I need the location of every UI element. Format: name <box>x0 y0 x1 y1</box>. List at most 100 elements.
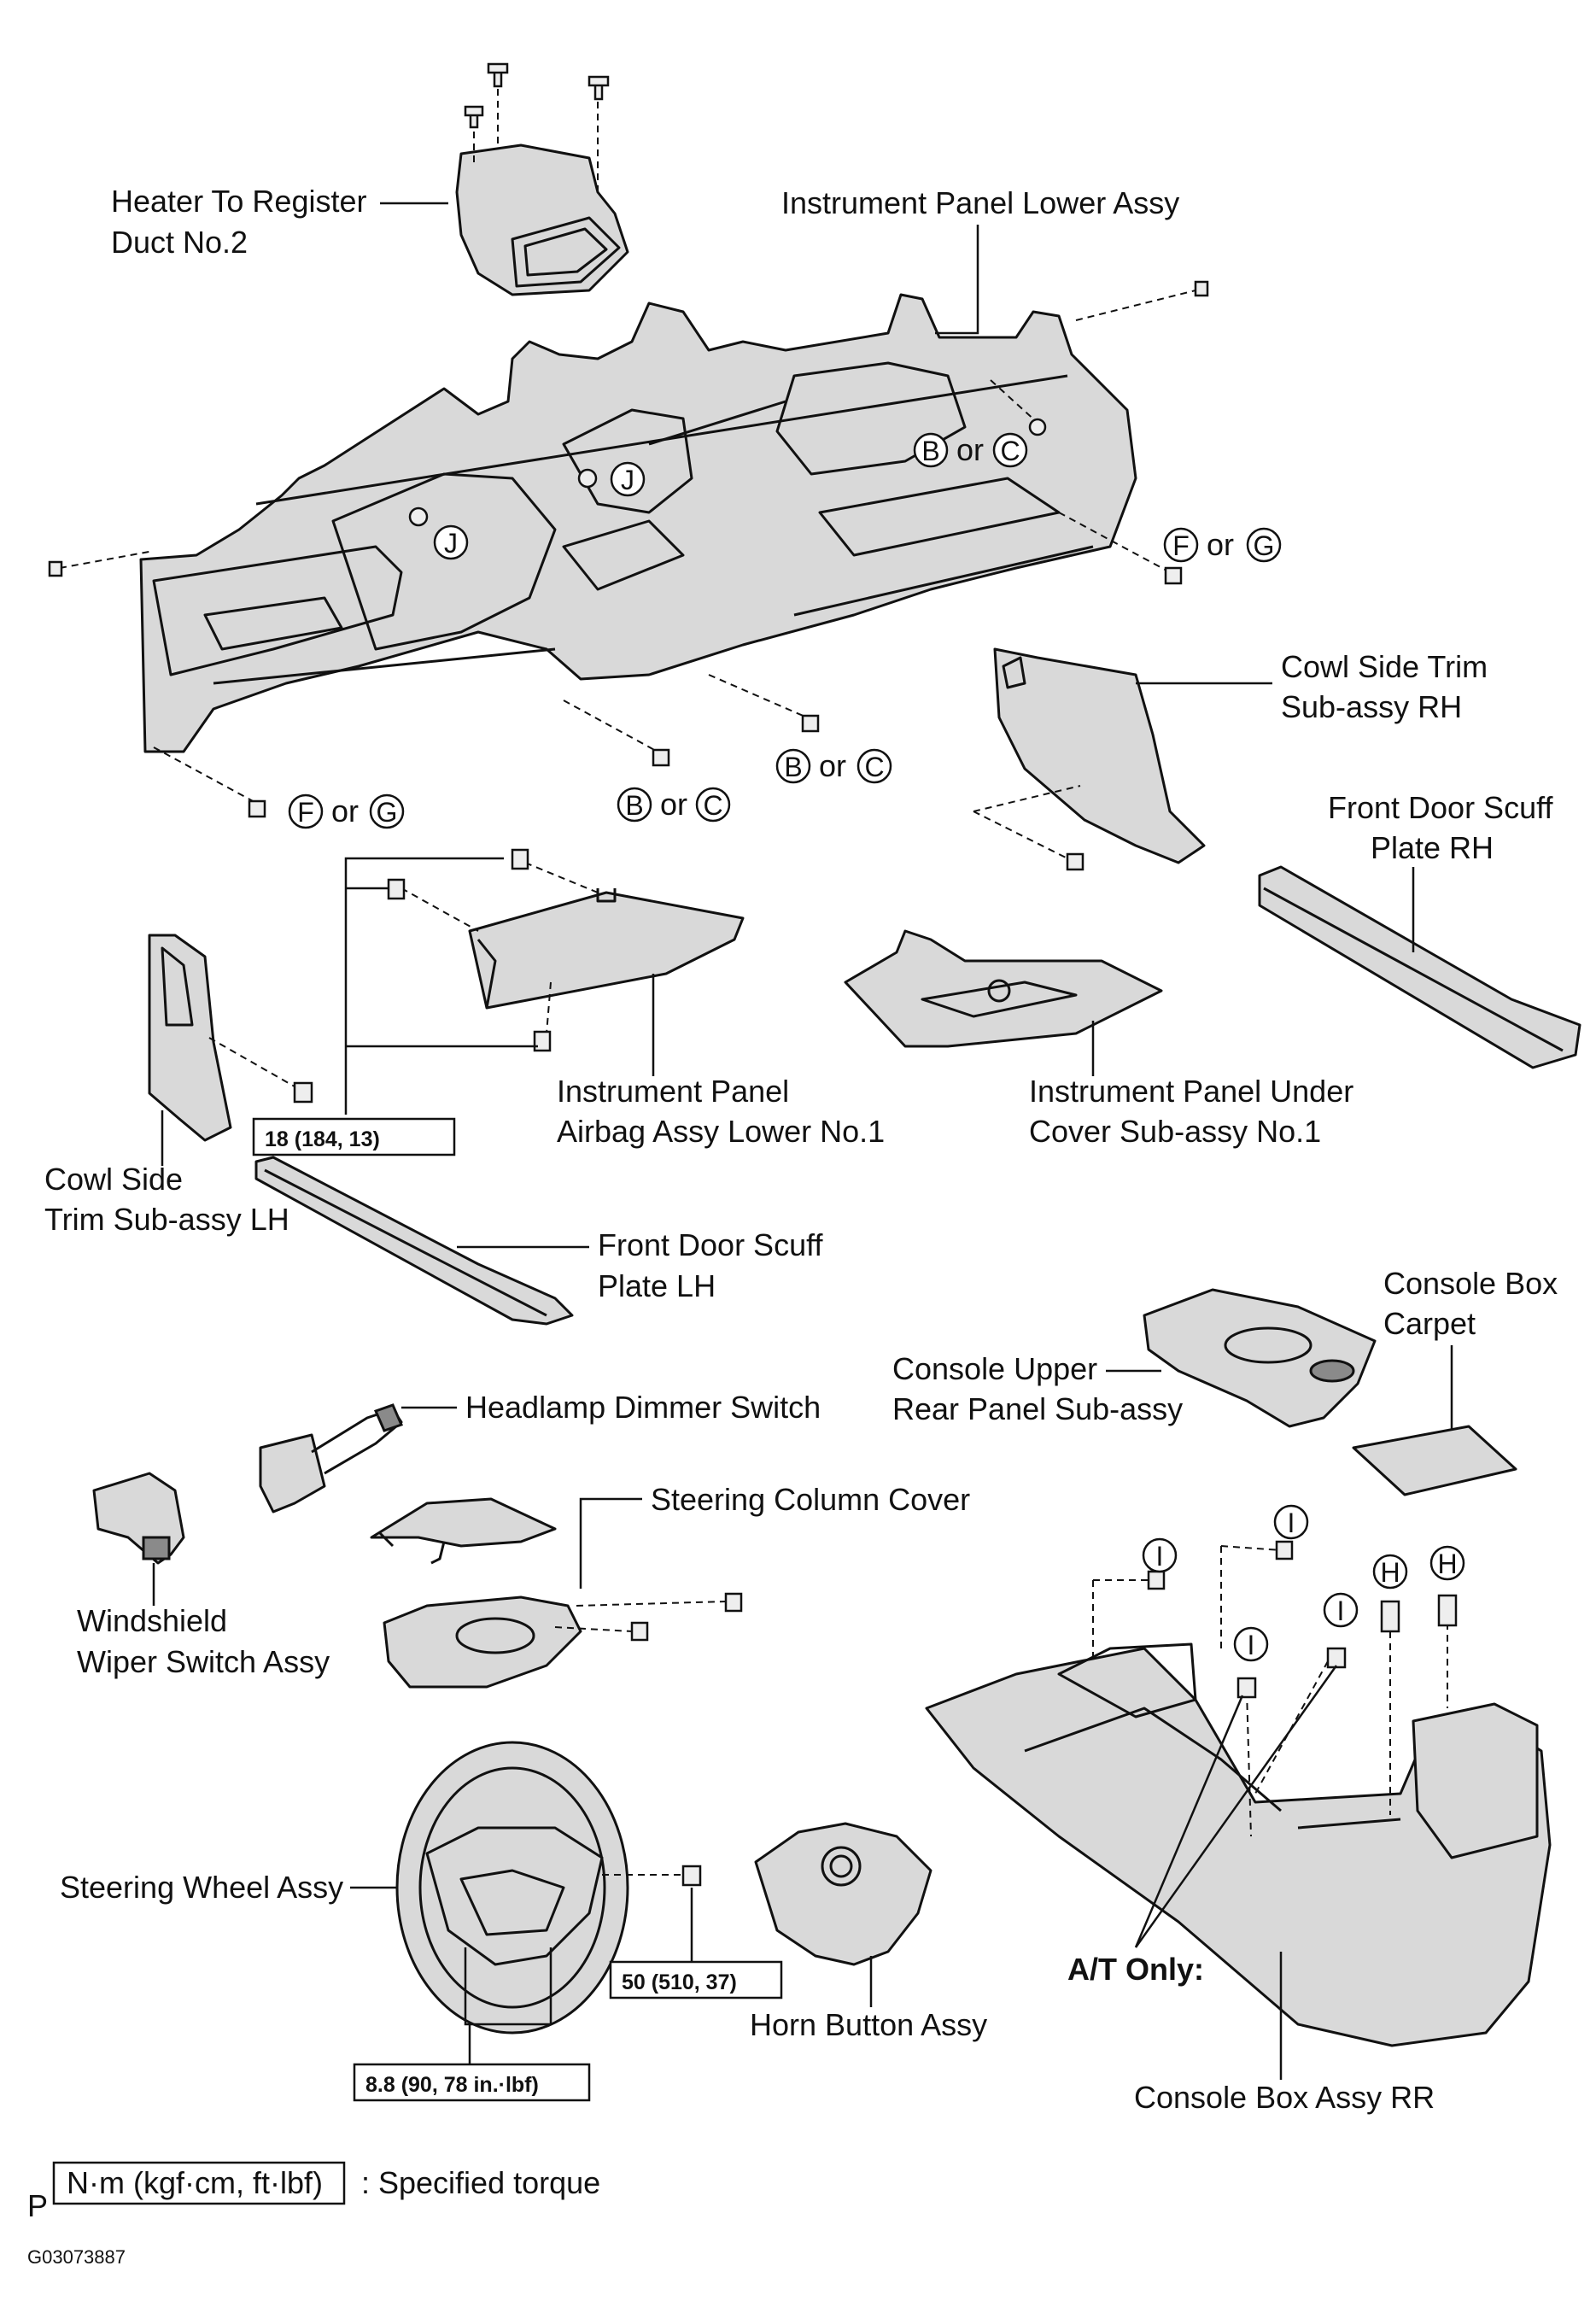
heater-duct-label-line2: Duct No.2 <box>111 225 248 260</box>
column-cover-label: Steering Column Cover <box>579 1482 970 1589</box>
svg-text:Instrument Panel: Instrument Panel <box>557 1074 789 1109</box>
svg-text:Wiper Switch Assy: Wiper Switch Assy <box>77 1644 330 1679</box>
console-carpet-label: Console Box Carpet <box>1383 1266 1558 1431</box>
callout-f-or-g-left: F or G <box>288 793 405 829</box>
airbag-torque-bracket <box>344 857 538 1115</box>
callout-h-2: H <box>1429 1545 1465 1581</box>
svg-text:or: or <box>1207 527 1234 562</box>
torque-box-18: 18 (184, 13) <box>252 1117 456 1156</box>
instrument-panel-lower-label-text: Instrument Panel Lower Assy <box>781 185 1179 220</box>
svg-text:I: I <box>1337 1595 1345 1626</box>
svg-text:Plate RH: Plate RH <box>1371 830 1494 865</box>
svg-text:C: C <box>1000 436 1020 466</box>
svg-text:Cowl Side: Cowl Side <box>44 1162 183 1197</box>
svg-text:H: H <box>1437 1549 1457 1579</box>
cowl-side-trim-rh-label: Cowl Side Trim Sub-assy RH <box>1136 649 1488 724</box>
console-carpet-drawing <box>1352 1425 1517 1496</box>
airbag-lower-label: Instrument Panel Airbag Assy Lower No.1 <box>557 974 885 1149</box>
svg-text:Console Upper: Console Upper <box>892 1351 1097 1386</box>
callout-j-center: J <box>610 461 646 497</box>
callout-i-4: I <box>1323 1592 1359 1628</box>
svg-text:Rear Panel Sub-assy: Rear Panel Sub-assy <box>892 1391 1183 1426</box>
svg-text:: Specified torque: : Specified torque <box>361 2165 600 2200</box>
svg-text:or: or <box>331 793 359 828</box>
svg-text:C: C <box>864 752 884 782</box>
svg-text:or: or <box>819 748 846 783</box>
svg-text:Instrument Panel Under: Instrument Panel Under <box>1029 1074 1353 1109</box>
svg-text:Cowl Side Trim: Cowl Side Trim <box>1281 649 1488 684</box>
svg-text:G: G <box>377 797 398 828</box>
console-rr-drawing <box>925 1642 1552 2047</box>
svg-text:8.8 (90, 78 in.·lbf): 8.8 (90, 78 in.·lbf) <box>365 2073 539 2097</box>
svg-text:18 (184, 13): 18 (184, 13) <box>265 1127 380 1151</box>
scuff-plate-lh-label: Front Door Scuff Plate LH <box>457 1227 823 1303</box>
svg-text:Headlamp Dimmer Switch: Headlamp Dimmer Switch <box>465 1390 821 1425</box>
svg-text:or: or <box>660 787 687 822</box>
svg-text:Windshield: Windshield <box>77 1603 227 1638</box>
console-rr-fasteners <box>1092 1540 1458 1837</box>
scuff-plate-rh-drawing <box>1258 865 1581 1069</box>
wiper-switch-label: Windshield Wiper Switch Assy <box>77 1563 330 1679</box>
svg-text:Plate LH: Plate LH <box>598 1268 716 1303</box>
wheel-torque-bracket <box>464 1947 552 2067</box>
at-only-label: A/T Only: <box>1067 1665 1338 1987</box>
svg-text:Front Door Scuff: Front Door Scuff <box>598 1227 823 1262</box>
cowl-side-trim-rh-drawing <box>973 647 1206 871</box>
cowl-side-trim-lh-label: Cowl Side Trim Sub-assy LH <box>44 1110 289 1237</box>
svg-text:I: I <box>1288 1508 1295 1538</box>
steering-wheel-label: Steering Wheel Assy <box>60 1870 397 1905</box>
console-upper-rear-label: Console Upper Rear Panel Sub-assy <box>892 1351 1183 1426</box>
svg-text:Front Door Scuff: Front Door Scuff <box>1328 790 1553 825</box>
headlamp-dimmer-drawing <box>259 1403 404 1514</box>
torque-box-50: 50 (510, 37) <box>609 1888 783 1999</box>
svg-text:J: J <box>444 528 458 559</box>
svg-text:Steering Wheel Assy: Steering Wheel Assy <box>60 1870 343 1905</box>
svg-text:N·m (kgf·cm, ft·lbf): N·m (kgf·cm, ft·lbf) <box>67 2165 323 2200</box>
svg-text:H: H <box>1380 1557 1400 1588</box>
callout-i-2: I <box>1273 1504 1309 1540</box>
svg-text:C: C <box>703 790 722 821</box>
scuff-plate-rh-label: Front Door Scuff Plate RH <box>1328 790 1553 952</box>
wiper-switch-drawing <box>92 1472 185 1565</box>
callout-b-or-c-lower-right: B or C <box>775 748 892 784</box>
column-cover-drawing <box>370 1497 743 1689</box>
console-upper-rear-drawing <box>1143 1288 1377 1428</box>
svg-text:or: or <box>956 432 984 467</box>
callout-h-1: H <box>1372 1554 1408 1590</box>
torque-box-8-8: 8.8 (90, 78 in.·lbf) <box>353 2063 591 2102</box>
airbag-lower-drawing <box>387 848 745 1052</box>
svg-text:Sub-assy RH: Sub-assy RH <box>1281 689 1462 724</box>
cowl-side-trim-lh-drawing <box>148 934 313 1142</box>
svg-text:Airbag Assy Lower No.1: Airbag Assy Lower No.1 <box>557 1114 885 1149</box>
svg-text:Steering Column Cover: Steering Column Cover <box>651 1482 970 1517</box>
figure-id: G03073887 <box>27 2246 126 2268</box>
horn-button-label: Horn Button Assy <box>750 1956 987 2042</box>
svg-text:P: P <box>27 2188 48 2223</box>
svg-text:Console Box Assy RR: Console Box Assy RR <box>1134 2080 1435 2115</box>
under-cover-label: Instrument Panel Under Cover Sub-assy No… <box>1029 1021 1353 1149</box>
callout-b-or-c-right: B or C <box>913 432 1028 468</box>
svg-text:Console Box: Console Box <box>1383 1266 1558 1301</box>
svg-text:A/T Only:: A/T Only: <box>1067 1952 1204 1987</box>
torque-legend: N·m (kgf·cm, ft·lbf) : Specified torque … <box>27 2161 600 2223</box>
instrument-panel-lower-drawing <box>139 293 1137 753</box>
callout-i-3: I <box>1233 1626 1269 1662</box>
heater-duct-drawing <box>455 62 629 296</box>
instrument-panel-lower-label: Instrument Panel Lower Assy <box>781 185 1179 335</box>
svg-text:Trim Sub-assy LH: Trim Sub-assy LH <box>44 1202 289 1237</box>
svg-text:B: B <box>784 752 802 782</box>
steering-wheel-drawing <box>395 1741 702 2035</box>
svg-text:G: G <box>1254 530 1275 561</box>
svg-text:I: I <box>1156 1541 1164 1572</box>
svg-text:F: F <box>297 797 314 828</box>
console-rr-label: Console Box Assy RR <box>1134 1952 1435 2115</box>
callout-f-or-g-right: F or G <box>1163 527 1282 563</box>
svg-text:Carpet: Carpet <box>1383 1306 1476 1341</box>
svg-text:B: B <box>921 436 939 466</box>
callout-j-left: J <box>433 524 469 560</box>
scuff-plate-lh-drawing <box>254 1156 574 1326</box>
svg-text:Cover Sub-assy No.1: Cover Sub-assy No.1 <box>1029 1114 1321 1149</box>
callout-i-1: I <box>1142 1537 1178 1573</box>
